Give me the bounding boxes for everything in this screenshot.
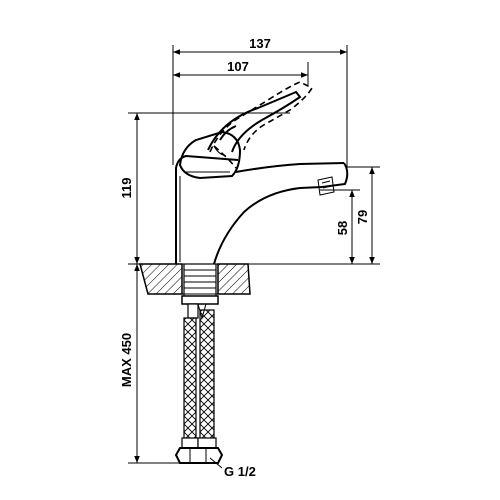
braided-hose-right: [199, 309, 215, 441]
dim-label-79: 79: [355, 210, 370, 224]
dimension-spout-high: 79: [355, 167, 375, 264]
thread-callout: G 1/2: [209, 457, 256, 479]
dim-label-119: 119: [119, 178, 134, 199]
dimension-handle-offset: 107: [173, 59, 308, 78]
dim-label-max-450: MAX 450: [119, 333, 134, 387]
hose-end-fittings: [174, 437, 224, 464]
dim-label-107: 107: [227, 59, 249, 74]
dimension-body-height: 119: [119, 113, 140, 264]
lever-handle-open-dashed: [209, 81, 314, 169]
dimension-spout-low: 58: [335, 190, 355, 264]
dim-label-137: 137: [249, 36, 271, 51]
faucet-body: [175, 130, 349, 265]
dimension-overall-width: 137: [173, 36, 347, 55]
lever-handle-closed: [207, 90, 302, 157]
thread-label: G 1/2: [224, 464, 256, 479]
dimension-hose-length: MAX 450: [119, 264, 140, 463]
braided-hose-left: [183, 317, 197, 441]
countertop-section: [139, 263, 251, 295]
dim-label-58: 58: [335, 221, 350, 235]
